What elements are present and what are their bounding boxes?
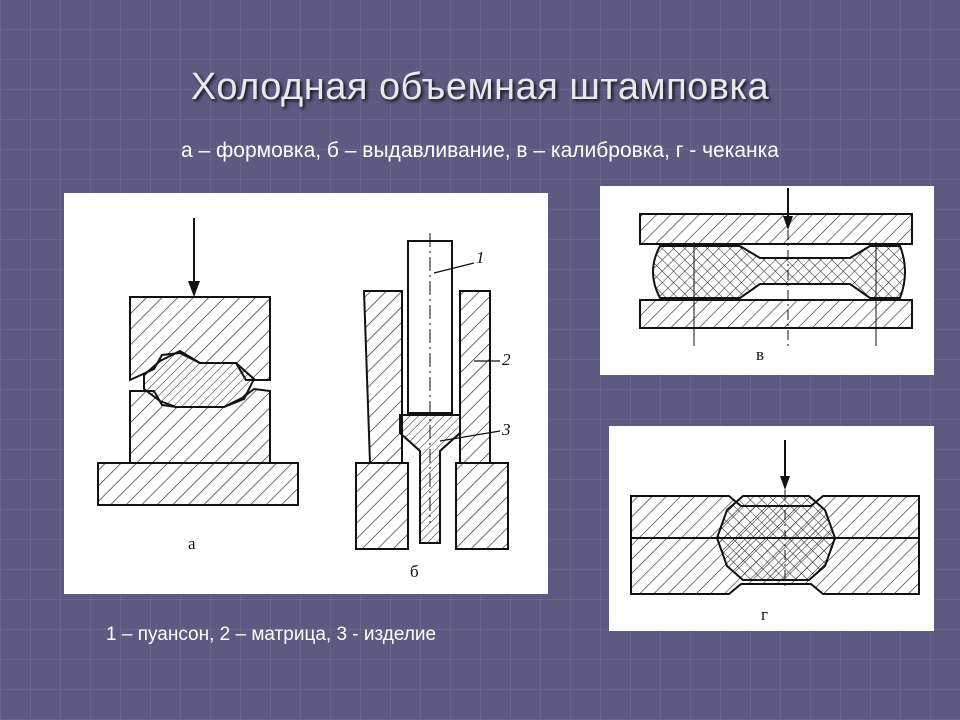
slide-title: Холодная объемная штамповка [190, 66, 770, 108]
legend-text: 1 – пуансон, 2 – матрица, 3 - изделие [106, 624, 437, 645]
figure-panel-v: в [600, 186, 934, 375]
figure-g-label: г [761, 605, 768, 624]
callout-1: 1 [476, 248, 485, 267]
figure-panel-a-b: а 1 2 3 б [64, 193, 548, 594]
figure-panel-g: г [609, 426, 934, 631]
callout-2: 2 [502, 350, 511, 369]
callout-3: 3 [501, 420, 511, 439]
diagram-calibration: в [639, 188, 913, 364]
diagram-coining: г [630, 440, 920, 624]
figure-b-extrusion: 1 2 3 б [355, 233, 511, 581]
slide-subtitle: а – формовка, б – выдавливание, в – кали… [181, 139, 779, 162]
diagram-forming-extrusion: а 1 2 3 б [97, 218, 511, 581]
figure-v-label: в [756, 345, 764, 364]
figure-b-label: б [410, 562, 419, 581]
figure-a-label: а [188, 534, 196, 553]
figure-a-forming: а [97, 218, 299, 553]
